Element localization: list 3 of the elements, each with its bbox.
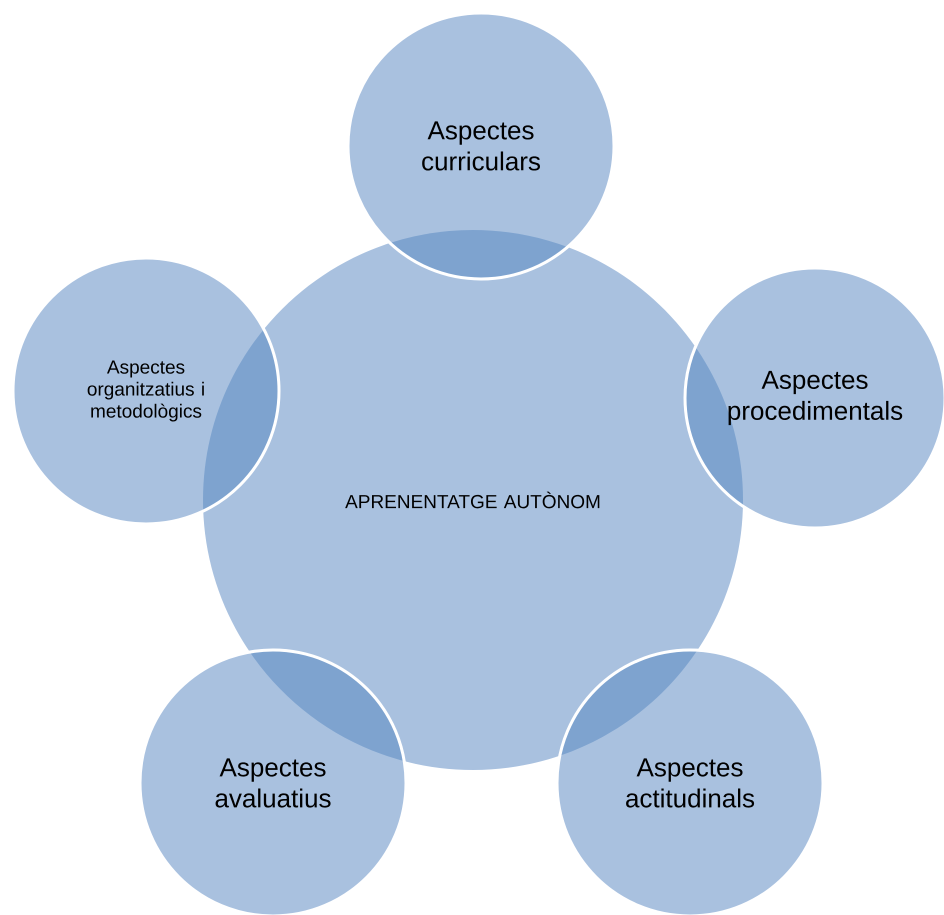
node-label: APRENENTATGE AUTÒNOM [345, 492, 600, 508]
node-label: Aspectes curriculars [422, 121, 540, 171]
node-label: Aspectes organitzatius i metodològics [88, 360, 204, 422]
